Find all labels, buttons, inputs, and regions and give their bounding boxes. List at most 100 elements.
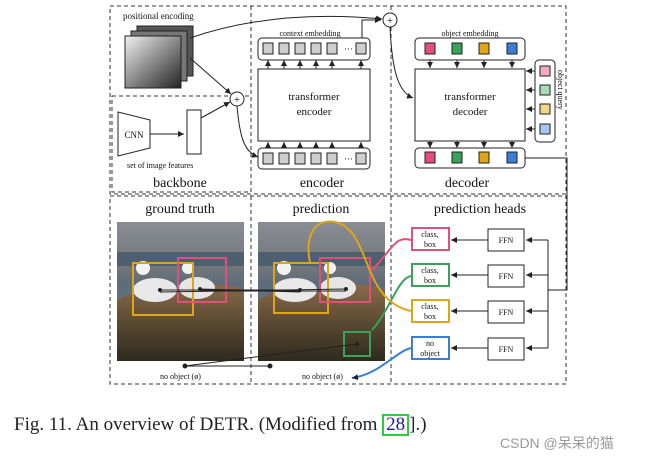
input-token — [278, 152, 290, 165]
pred-box-orange — [273, 262, 329, 314]
class-box-pink-line1: class, — [421, 230, 439, 239]
ffn-block-2 — [487, 264, 525, 288]
top-panel-border — [109, 5, 567, 195]
class-box-orange-line1: class, — [421, 302, 439, 311]
ffn-label-2: FFN — [499, 272, 514, 281]
transformer-decoder-line2: decoder — [453, 106, 488, 118]
features-to-add-arrow — [200, 101, 231, 119]
object-embedding-row — [414, 37, 526, 61]
backbone-label: backbone — [153, 176, 207, 191]
input-token — [310, 152, 322, 165]
green-link — [371, 275, 412, 331]
input-token — [326, 152, 338, 165]
encoder-input-tokens: ··· — [262, 152, 367, 165]
object-embedding-label: object embedding — [441, 29, 498, 38]
context-token — [294, 42, 306, 55]
orange-link — [307, 220, 412, 312]
no-object-blue-line1: no — [426, 339, 434, 348]
class-box-green-line2: box — [424, 276, 436, 285]
add-to-decoder-arrow — [389, 26, 414, 99]
object-query-token-blue — [539, 123, 551, 135]
transformer-decoder-line1: transformer — [444, 91, 496, 103]
input-token — [262, 152, 274, 165]
image-features-block — [186, 109, 202, 155]
prediction-header: prediction — [293, 202, 350, 217]
decoder-label: decoder — [445, 176, 490, 191]
no-object-gt-label: no object (ø) — [160, 372, 201, 381]
csdn-watermark: CSDN @呆呆的猫 — [500, 435, 614, 451]
transformer-encoder-line1: transformer — [288, 91, 340, 103]
caption-suffix: ].) — [409, 414, 427, 435]
ffn-label-1: FFN — [499, 236, 514, 245]
decoder-top-arrows — [427, 60, 515, 68]
context-token — [326, 42, 338, 55]
caption-prefix: Fig. 11. An overview of DETR. (Modified … — [14, 414, 383, 435]
image-features-label: set of image features — [127, 161, 193, 170]
ground-truth-header: ground truth — [145, 202, 215, 217]
transformer-encoder-line2: encoder — [297, 106, 332, 118]
input-token — [355, 152, 367, 165]
object-embedding-token-blue — [506, 42, 518, 55]
ffn-label-4: FFN — [499, 345, 514, 354]
prediction-heads-header: prediction heads — [434, 202, 526, 217]
class-box-pink-line2: box — [424, 240, 436, 249]
object-query-column — [534, 59, 556, 143]
backbone-panel — [111, 95, 252, 193]
no-object-blue-line2: object — [420, 349, 440, 358]
input-token — [294, 152, 306, 165]
context-token — [310, 42, 322, 55]
object-query-token-green — [539, 84, 551, 96]
caption-reference-link[interactable]: 28 — [382, 414, 410, 436]
gt-box-pink — [177, 257, 227, 303]
class-box-output-orange — [411, 299, 450, 323]
ground-truth-image — [117, 222, 244, 361]
object-query-arrows — [526, 68, 535, 132]
no-object-pred-label: no object (ø) — [302, 372, 343, 381]
add-to-encoder-arrow — [236, 105, 259, 158]
positional-encoding-label: positional encoding — [123, 11, 194, 21]
decoder-output-token-green — [451, 151, 463, 164]
transformer-decoder-block — [414, 68, 526, 142]
prediction-head-1: class, box FFN — [411, 227, 548, 252]
pink-link — [371, 238, 412, 271]
context-token — [262, 42, 274, 55]
object-query-token-orange — [539, 103, 551, 115]
class-box-output-green — [411, 263, 450, 287]
context-token — [278, 42, 290, 55]
input-ellipsis: ··· — [344, 154, 353, 164]
object-embedding-token-pink — [424, 42, 436, 55]
class-box-green-line1: class, — [421, 266, 439, 275]
context-embedding-label: context embedding — [279, 29, 340, 38]
pred-box-green — [343, 331, 371, 357]
positional-encoding-stack — [124, 25, 194, 89]
object-query-label: object query — [556, 70, 565, 110]
decoder-output-token-orange — [478, 151, 490, 164]
class-box-orange-line2: box — [424, 312, 436, 321]
object-query-token-pink — [539, 65, 551, 77]
decoder-output-token-blue — [506, 151, 518, 164]
blue-link — [351, 347, 412, 381]
prediction-head-3: class, box FFN — [411, 299, 548, 324]
add-node-encoder-symbol: + — [234, 94, 240, 106]
context-tokens: ··· — [262, 42, 367, 55]
matching-lines — [159, 288, 358, 369]
context-to-add-arrow — [361, 17, 381, 40]
cnn-block: CNN — [117, 111, 151, 157]
class-box-output-pink — [411, 227, 450, 251]
object-embedding-token-orange — [478, 42, 490, 55]
ffn-label-3: FFN — [499, 308, 514, 317]
prediction-head-2: class, box FFN — [411, 263, 548, 288]
object-embedding-token-green — [451, 42, 463, 55]
ffn-block-3 — [487, 300, 525, 324]
pred-box-pink — [319, 257, 371, 303]
no-object-output-blue — [411, 336, 450, 360]
positional-encoding-map — [124, 35, 182, 89]
decoder-bottom-arrows — [427, 141, 515, 148]
encoder-output-arrows — [265, 60, 364, 69]
cnn-label: CNN — [124, 130, 144, 140]
pe-to-decoder-add-arrow — [189, 15, 383, 39]
decoder-output-token-pink — [424, 151, 436, 164]
prediction-head-4: no object FFN — [411, 336, 548, 361]
pe-to-add-arrow — [189, 57, 232, 95]
